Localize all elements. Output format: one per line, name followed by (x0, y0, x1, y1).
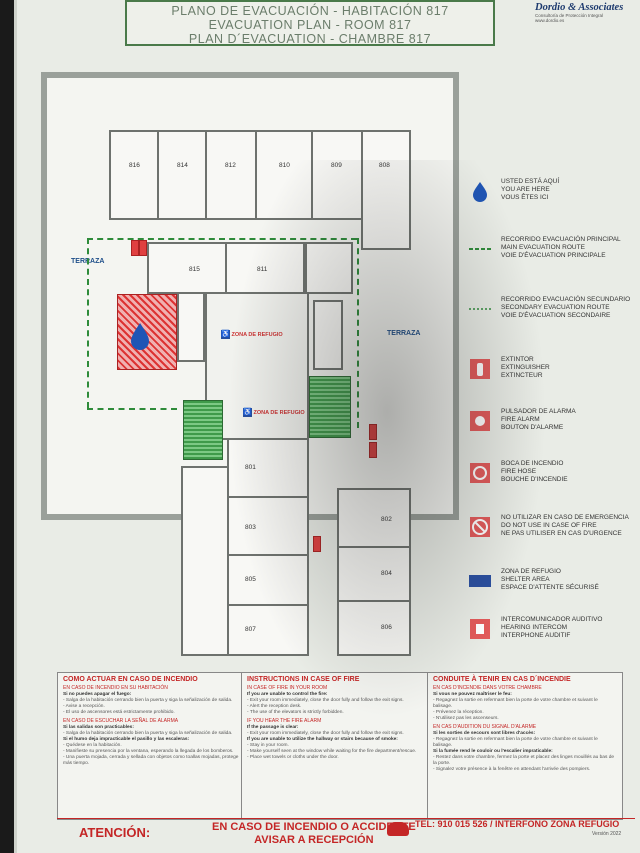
main-route-icon (469, 248, 491, 250)
main-route-segment (357, 238, 359, 428)
main-route-segment (87, 238, 89, 408)
fire-alarm-icon (470, 411, 490, 431)
refuge-zone-icon (469, 575, 491, 587)
secondary-route-segment (87, 408, 177, 410)
intercom-icon (470, 619, 490, 639)
room-807: 807 (227, 604, 309, 656)
no-elevator-icon (470, 517, 490, 537)
you-are-here-icon (131, 323, 149, 350)
logo-name: Dordio & Associates (535, 2, 624, 13)
attention-label: ATENCIÓN: (79, 825, 151, 840)
instructions-fr: CONDUITE À TENIR EN CAS D´INCENDIE EN CA… (427, 672, 623, 820)
extinguisher-icon (139, 240, 147, 256)
room-805: 805 (227, 554, 309, 606)
exit-stairs-left (183, 400, 223, 460)
logo-tagline: Consultoría de Protección Integral (535, 13, 604, 18)
exit-stairs-right (309, 376, 351, 438)
room-810: 810 (255, 130, 313, 220)
room-806: 806 (337, 600, 411, 656)
room-804: 804 (337, 546, 411, 602)
room-815: 815 (147, 242, 227, 294)
evacuation-plan-board: PLANO DE EVACUACIÓN - HABITACIÓN 817 EVA… (14, 0, 640, 853)
room-816: 816 (109, 130, 159, 220)
attention-message: EN CASO DE INCENDIO O ACCIDENTE AVISAR A… (212, 821, 416, 846)
title-es: PLANO DE EVACUACIÓN - HABITACIÓN 817 (171, 4, 449, 18)
extinguisher-icon (369, 424, 377, 440)
logo-url: www.dordio.es (535, 18, 565, 23)
room-814: 814 (157, 130, 207, 220)
refuge-zone-1: ♿ ZONA DE REFUGIO (221, 330, 283, 339)
extinguisher-icon (470, 359, 490, 379)
room-802: 802 (337, 488, 411, 548)
title-fr: PLAN D´EVACUATION - CHAMBRE 817 (188, 32, 432, 46)
room-811: 811 (225, 242, 305, 294)
stair-shaft (177, 292, 205, 362)
terraza-right-label: TERRAZA (387, 330, 421, 337)
fire-alarm-icon (313, 536, 321, 552)
phone-icon (387, 822, 409, 836)
title-en: EVACUATION PLAN - ROOM 817 (208, 18, 412, 32)
room-812: 812 (205, 130, 257, 220)
instructions-es: COMO ACTUAR EN CASO DE INCENDIO EN CASO … (57, 672, 253, 820)
plan-title: PLANO DE EVACUACIÓN - HABITACIÓN 817 EVA… (125, 0, 495, 46)
version-label: Versión 2022 (592, 831, 622, 837)
room-801: 801 (227, 438, 309, 498)
reception-phone: TEL: 910 015 526 / INTERFONO ZONA REFUGI… (415, 819, 620, 829)
extinguisher-icon (369, 442, 377, 458)
room-803: 803 (227, 496, 309, 556)
extinguisher-icon (131, 240, 139, 256)
room-817-highlight (117, 294, 177, 370)
floor-plan: 816 814 812 810 809 808 815 811 801 803 … (41, 72, 459, 656)
refuge-zone-2: ♿ ZONA DE REFUGIO (243, 408, 305, 417)
side-rooms (181, 466, 229, 656)
elevator-shaft (305, 242, 353, 294)
room-809: 809 (311, 130, 363, 220)
footer: ATENCIÓN: EN CASO DE INCENDIO O ACCIDENT… (57, 818, 635, 848)
company-logo: Dordio & Associates Consultoría de Prote… (535, 2, 637, 23)
main-route-segment (87, 238, 357, 240)
secondary-route-icon (469, 308, 491, 310)
room-808: 808 (361, 130, 411, 250)
instructions-en: INSTRUCTIONS IN CASE OF FIRE IN CASE OF … (241, 672, 437, 820)
elevator-bank (313, 300, 343, 370)
you-are-here-icon (473, 182, 487, 202)
fire-hose-icon (470, 463, 490, 483)
